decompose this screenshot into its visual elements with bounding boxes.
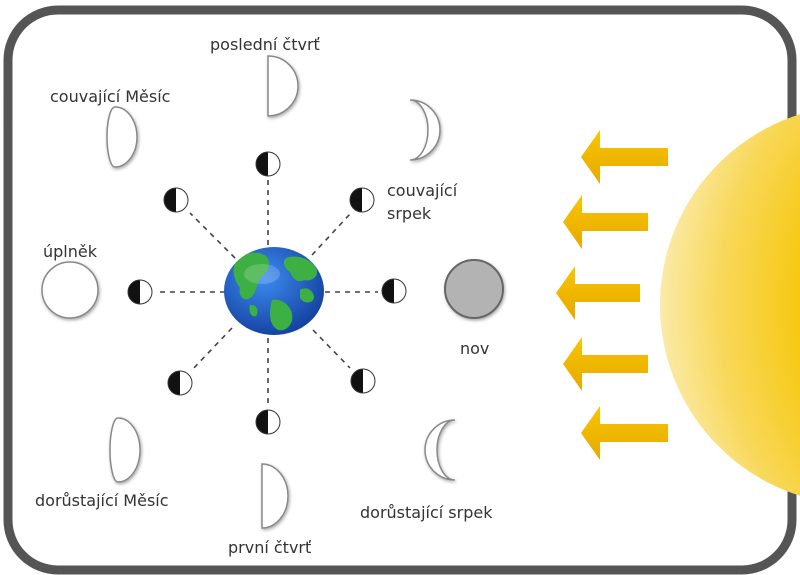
orbit-moon-icon xyxy=(167,370,193,396)
orbit-moon-icon xyxy=(163,187,189,213)
sunlight-arrows xyxy=(556,130,668,460)
label-waxing-gibbous: dorůstající Měsíc xyxy=(35,491,169,510)
orbit-moon-icon xyxy=(255,151,281,177)
orbit-moon-icon xyxy=(350,368,376,394)
orbit-moon-icon xyxy=(381,278,407,304)
sunlight-arrow-icon xyxy=(581,130,668,184)
sunlight-arrow-icon xyxy=(563,337,648,391)
label-new-moon: nov xyxy=(460,339,490,358)
orbit-moons xyxy=(127,151,407,435)
orbit-moon-icon xyxy=(127,279,153,305)
orbit-lines xyxy=(155,178,378,408)
waning-gibbous-shape xyxy=(106,106,138,168)
earth-icon xyxy=(224,247,324,335)
last-quarter-shape xyxy=(267,55,299,117)
label-waxing-crescent: dorůstající srpek xyxy=(360,503,493,522)
phase-shapes xyxy=(41,55,456,529)
sunlight-arrow-icon xyxy=(563,195,648,249)
label-waning-crescent-2: srpek xyxy=(387,204,432,223)
label-first-quarter: první čtvrť xyxy=(228,538,312,557)
orbit-moon-icon xyxy=(349,187,375,213)
new-moon-shape xyxy=(444,259,504,319)
waning-crescent-shape xyxy=(409,99,441,161)
label-full-moon: úplněk xyxy=(43,242,97,261)
orbit-moon-icon xyxy=(255,409,281,435)
label-waning-gibbous: couvající Měsíc xyxy=(50,87,171,106)
label-last-quarter: poslední čtvrť xyxy=(210,35,320,54)
label-waning-crescent-1: couvající xyxy=(387,181,458,200)
sunlight-arrow-icon xyxy=(556,266,640,320)
waxing-gibbous-shape xyxy=(109,417,141,483)
first-quarter-shape xyxy=(261,463,289,529)
full-moon-shape xyxy=(41,261,99,319)
sun-icon xyxy=(660,114,800,496)
waxing-crescent-shape xyxy=(424,419,456,481)
sunlight-arrow-icon xyxy=(581,406,668,460)
